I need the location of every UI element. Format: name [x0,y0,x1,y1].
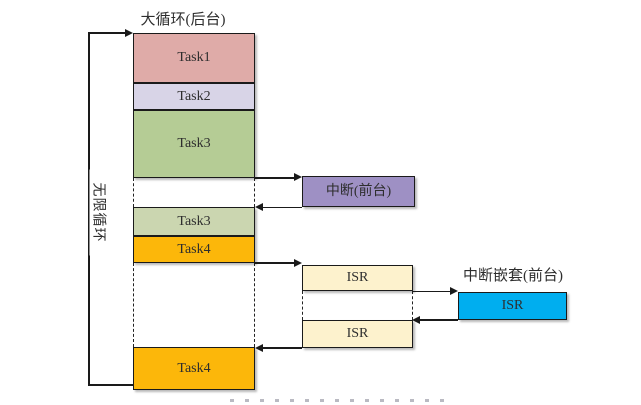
task3-to-interrupt-arrowhead-icon [294,173,302,182]
isr-to-nested-arrowhead-icon [450,287,458,295]
loop-bracket-bottom-line [88,384,134,386]
task4-to-isr-arrow-line [255,262,294,264]
column-gap2-right-dashed [253,263,255,347]
isr1-label: ISR [346,270,369,285]
column-gap1-left-dashed [133,178,134,207]
task1-box: Task1 [133,33,255,83]
task1-label: Task1 [177,50,211,65]
column-gap1-right-dashed [253,178,255,207]
task3-resume-label: Task3 [177,213,211,229]
task3-to-interrupt-arrow-line [255,177,294,179]
interrupt-to-task3-arrow-line [263,206,302,209]
task4-resume-box: Task4 [133,347,255,390]
isr-to-task4-arrow-line [263,347,302,349]
nested-interrupt-title: 中断嵌套(前台) [463,268,563,284]
task3-box: Task3 [133,110,255,178]
isr-to-nested-arrow-line [413,290,450,293]
task4-to-isr-arrowhead-icon [294,258,302,267]
isr-gap-right-dashed [411,291,413,320]
infinite-loop-label: 无限循环 [89,169,107,256]
task2-label: Task2 [177,88,211,104]
isr2-label: ISR [346,326,369,341]
task4-box: Task4 [133,236,255,263]
interrupt-foreground-box: 中断(前台) [302,176,415,207]
isr2-box: ISR [302,320,413,348]
nested-isr-box: ISR [458,292,567,320]
background-loop-title: 大循环(后台) [140,12,226,28]
loop-entry-arrowhead-icon [125,28,133,37]
nested-to-isr-arrowhead-icon [412,315,420,324]
task3-resume-box: Task3 [133,207,255,236]
task4-label: Task4 [177,241,211,257]
loop-bracket-vertical-line [88,33,90,385]
nested-to-isr-arrow-line [420,319,458,321]
interrupt-to-task3-arrowhead-icon [255,203,263,211]
isr-gap-left-dashed [302,291,303,320]
isr1-box: ISR [302,265,413,291]
interrupt-label: 中断(前台) [325,183,392,199]
task2-box: Task2 [133,83,255,110]
cropped-caption-fragment [230,399,450,402]
isr-to-task4-arrowhead-icon [255,343,263,352]
loop-entry-arrow-line [88,32,126,34]
column-gap2-left-dashed [133,263,134,347]
nested-isr-label: ISR [501,298,524,313]
task3-label: Task3 [177,136,211,151]
task4-resume-label: Task4 [177,360,211,376]
